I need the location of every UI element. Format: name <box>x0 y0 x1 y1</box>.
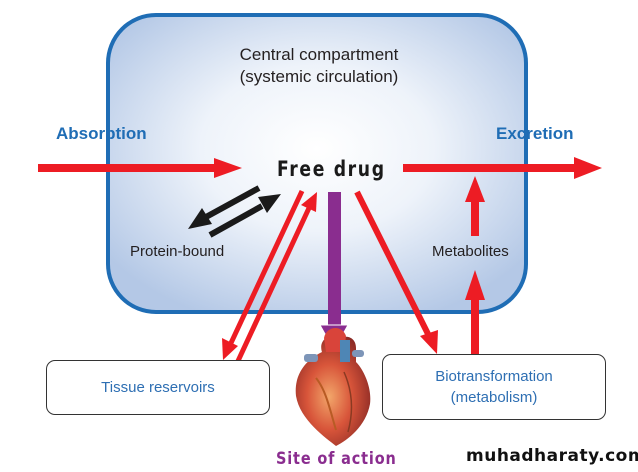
tissue-reservoirs-label: Tissue reservoirs <box>101 379 215 396</box>
from-tissue-arrow <box>235 192 317 363</box>
metabolites-label: Metabolites <box>432 243 509 260</box>
central-compartment <box>106 13 528 314</box>
absorption-label: Absorption <box>56 124 147 143</box>
biotransformation-to-metabolites-arrow <box>465 270 485 354</box>
biotransformation-box: Biotransformation (metabolism) <box>382 354 606 420</box>
heart-icon <box>295 327 371 446</box>
protein-bound-label: Protein-bound <box>130 243 225 260</box>
central-compartment-label: Central compartment (systemic circulatio… <box>0 44 638 88</box>
central-compartment-subtitle: (systemic circulation) <box>239 67 399 86</box>
free-drug-label: Free drug <box>277 157 386 181</box>
watermark: muhadharaty.com <box>466 446 638 466</box>
tissue-reservoirs-box: Tissue reservoirs <box>46 360 270 415</box>
biotransformation-label: Biotransformation <box>435 368 553 385</box>
to-tissue-arrow <box>222 189 305 360</box>
protein-binding-arrows <box>188 185 281 238</box>
excretion-arrow <box>403 157 602 179</box>
site-of-action-label: Site of action <box>276 449 397 469</box>
central-compartment-title: Central compartment <box>239 45 399 64</box>
metabolism-label: (metabolism) <box>450 389 538 406</box>
excretion-label: Excretion <box>496 124 574 143</box>
to-biotransformation-arrow <box>354 190 438 354</box>
metabolites-to-excretion-arrow <box>465 176 485 236</box>
absorption-arrow <box>38 158 242 178</box>
